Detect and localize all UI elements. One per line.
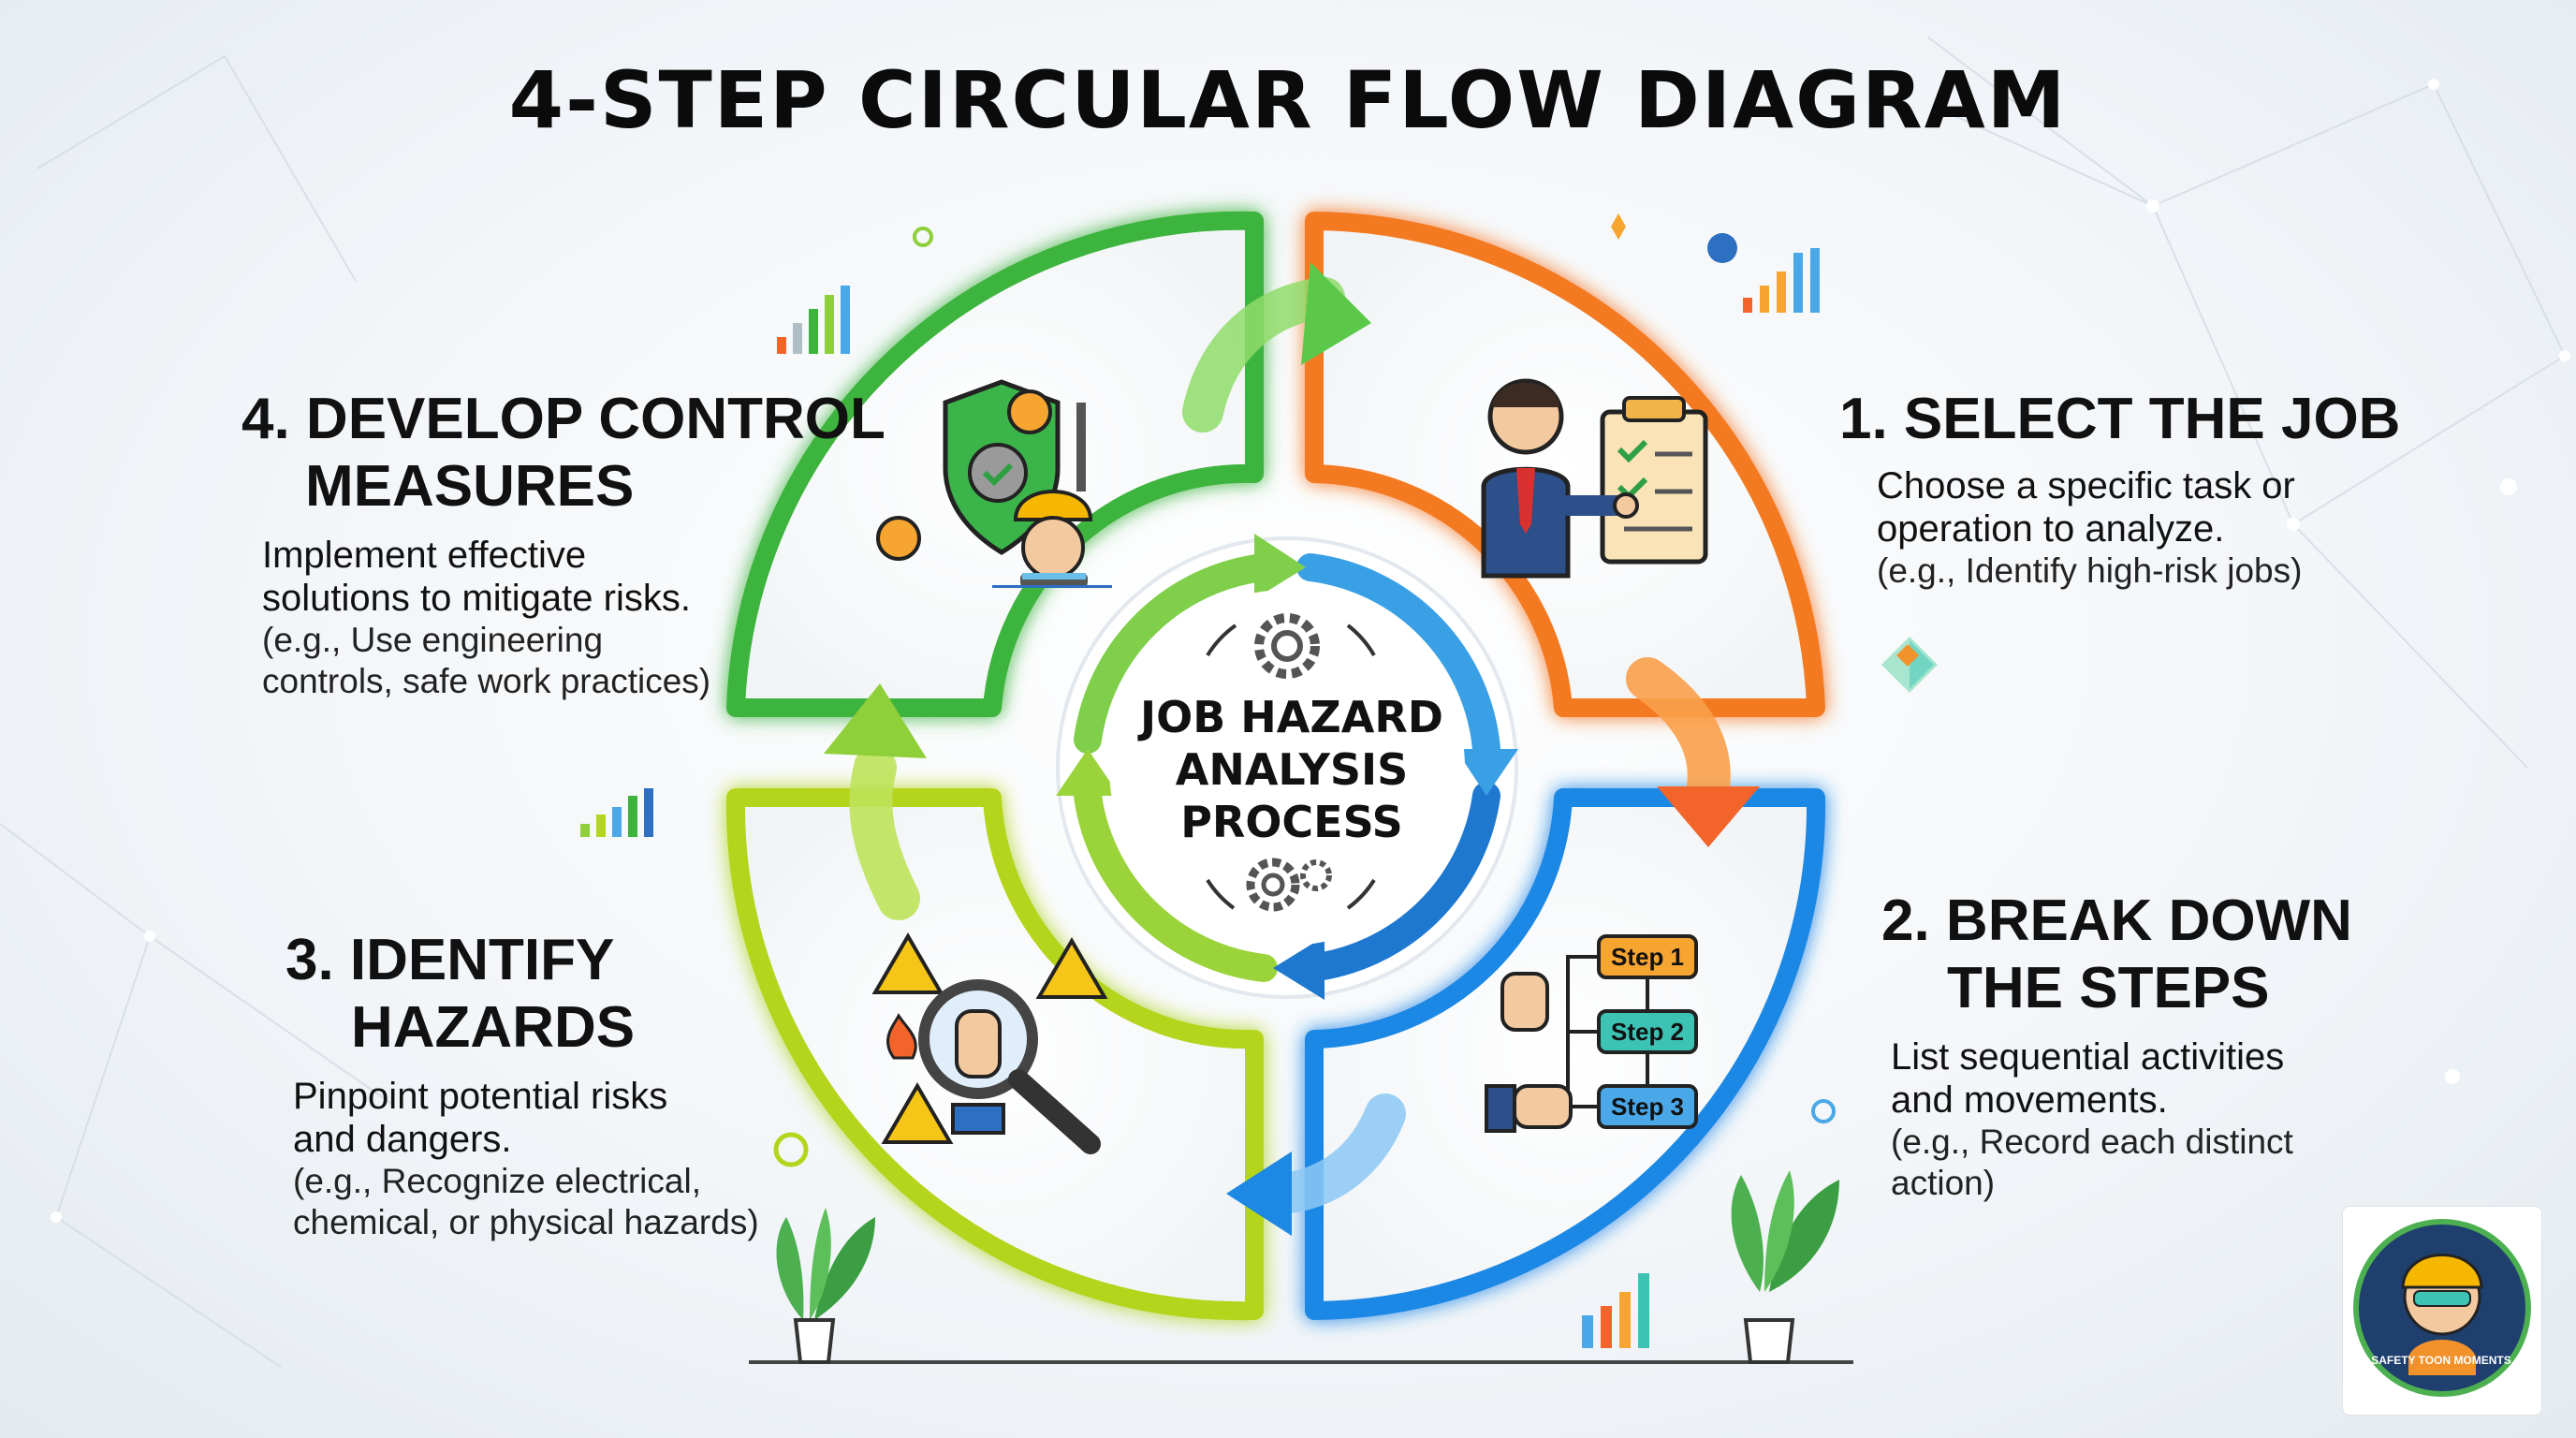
step-4-block: 4. DEVELOP CONTROL MEASURES Implement ef… bbox=[242, 386, 822, 702]
step-1-block: 1. SELECT THE JOB Choose a specific task… bbox=[1839, 386, 2364, 592]
bar-chart-icon bbox=[1582, 1273, 1649, 1348]
step-4-title-line: MEASURES bbox=[242, 453, 822, 521]
step-4-example-line: (e.g., Use engineering bbox=[262, 620, 822, 661]
center-title-line: JOB HAZARD bbox=[1105, 691, 1479, 743]
flowchart-label-step-1: Step 1 bbox=[1599, 940, 1696, 974]
flowchart-label-step-2: Step 2 bbox=[1599, 1015, 1696, 1049]
step-2-example-line: (e.g., Record each distinct bbox=[1891, 1122, 2406, 1163]
center-title: JOB HAZARD ANALYSIS PROCESS bbox=[1105, 691, 1479, 848]
step-4-description-line: Implement effective bbox=[262, 534, 822, 577]
step-3-description-line: and dangers. bbox=[293, 1118, 810, 1161]
step-4-title-line: 4. DEVELOP CONTROL bbox=[242, 386, 822, 453]
bar-chart-icon bbox=[777, 286, 850, 354]
step-4-description-line: solutions to mitigate risks. bbox=[262, 577, 822, 620]
step-2-title-line: THE STEPS bbox=[1881, 955, 2406, 1022]
step-3-example-line: (e.g., Recognize electrical, bbox=[293, 1161, 810, 1202]
step-1-example: (e.g., Identify high-risk jobs) bbox=[1877, 550, 2364, 592]
logo-badge bbox=[2342, 1206, 2542, 1416]
step-3-title-line: HAZARDS bbox=[285, 994, 810, 1062]
step-3-example-line: chemical, or physical hazards) bbox=[293, 1202, 810, 1243]
step-3-description-line: Pinpoint potential risks bbox=[293, 1075, 810, 1118]
step-2-example-line: action) bbox=[1891, 1163, 2406, 1204]
step-3-title-line: 3. IDENTIFY bbox=[285, 927, 810, 994]
logo-text: SAFETY TOON MOMENTS bbox=[2342, 1354, 2540, 1367]
flowchart-label-step-3: Step 3 bbox=[1599, 1090, 1696, 1123]
bar-chart-icon bbox=[1707, 233, 1820, 313]
logo-emblem bbox=[2343, 1207, 2541, 1415]
center-title-line: ANALYSIS bbox=[1105, 743, 1479, 796]
bar-chart-icon bbox=[580, 788, 653, 837]
step-2-description-line: List sequential activities bbox=[1891, 1035, 2406, 1078]
center-title-line: PROCESS bbox=[1105, 796, 1479, 848]
plant-right bbox=[1732, 1170, 1839, 1362]
step-2-block: 2. BREAK DOWN THE STEPS List sequential … bbox=[1881, 888, 2406, 1204]
step-1-title: 1. SELECT THE JOB bbox=[1839, 386, 2364, 453]
step-2-title-line: 2. BREAK DOWN bbox=[1881, 888, 2406, 955]
step-3-block: 3. IDENTIFY HAZARDS Pinpoint potential r… bbox=[285, 927, 810, 1243]
step-1-description-line: operation to analyze. bbox=[1877, 507, 2364, 550]
step-1-description-line: Choose a specific task or bbox=[1877, 464, 2364, 507]
step-2-description-line: and movements. bbox=[1891, 1078, 2406, 1122]
step-4-example-line: controls, safe work practices) bbox=[262, 661, 822, 702]
